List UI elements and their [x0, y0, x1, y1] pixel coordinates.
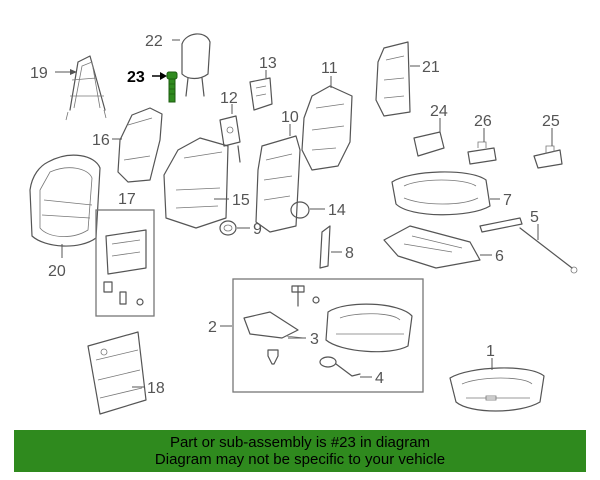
- callout-11: 11: [321, 60, 338, 77]
- part-14-cap[interactable]: [290, 201, 310, 219]
- callout-9: 9: [253, 221, 262, 238]
- info-banner: Part or sub-assembly is #23 in diagram D…: [14, 430, 586, 472]
- callout-18: 18: [147, 380, 165, 397]
- callout-8: 8: [345, 245, 354, 262]
- callout-24: 24: [430, 103, 448, 120]
- banner-line-1: Part or sub-assembly is #23 in diagram: [169, 434, 431, 451]
- part-1-seat-base[interactable]: [449, 367, 545, 412]
- part-4-harness[interactable]: [319, 356, 361, 377]
- box-17: [95, 209, 155, 317]
- part-7-seat-cushion[interactable]: [391, 171, 491, 216]
- callout-6: 6: [495, 248, 504, 265]
- callout-17: 17: [118, 191, 136, 208]
- callout-1: 1: [486, 343, 495, 360]
- part-11-back-shell[interactable]: [301, 85, 353, 171]
- callout-26: 26: [474, 113, 492, 130]
- callout-23: 23: [127, 69, 145, 86]
- part-23-highlighted-pin[interactable]: [166, 71, 178, 103]
- callout-7: 7: [503, 192, 512, 209]
- part-8-trim-panel[interactable]: [319, 225, 331, 269]
- part-18-lumbar-mat[interactable]: [87, 331, 147, 415]
- part-16-back-panel-cover[interactable]: [117, 107, 163, 183]
- part-26-switch-cover[interactable]: [467, 141, 497, 165]
- callout-13: 13: [259, 55, 277, 72]
- part-21-back-panel[interactable]: [375, 41, 411, 117]
- part-9-knob[interactable]: [219, 220, 237, 236]
- part-19-back-frame-wire[interactable]: [65, 55, 107, 121]
- banner-line-2: Diagram may not be specific to your vehi…: [154, 451, 446, 468]
- callout-20: 20: [48, 263, 66, 280]
- part-10-back-frame[interactable]: [255, 135, 301, 233]
- parts-diagram: 20 19 16 22 23 15 12: [29, 33, 578, 415]
- callout-4: 4: [375, 370, 384, 387]
- callout-14: 14: [328, 202, 346, 219]
- box-2: [232, 278, 424, 393]
- part-15-seat-back-assembly[interactable]: [163, 137, 229, 229]
- callout-16: 16: [92, 132, 110, 149]
- callout-12: 12: [220, 90, 238, 107]
- callout-10: 10: [281, 109, 299, 126]
- part-12-bracket[interactable]: [219, 115, 241, 163]
- part-13-clip-housing[interactable]: [249, 77, 273, 111]
- callout-5: 5: [530, 209, 539, 226]
- callout-15: 15: [232, 192, 250, 209]
- part-25-switch[interactable]: [533, 145, 563, 169]
- callout-25: 25: [542, 113, 560, 130]
- callout-2: 2: [208, 319, 217, 336]
- callout-22: 22: [145, 33, 163, 50]
- part-17-frame-group[interactable]: [103, 229, 147, 306]
- part-6-seat-pan[interactable]: [383, 225, 481, 269]
- callout-3: 3: [310, 331, 319, 348]
- callout-19: 19: [30, 65, 48, 82]
- part-24-cover-plate[interactable]: [413, 131, 445, 157]
- part-22-headrest[interactable]: [181, 33, 211, 97]
- part-20-seat-back-cushion[interactable]: [29, 154, 101, 247]
- part-2-cushion-assembly[interactable]: [243, 285, 413, 365]
- callout-21: 21: [422, 59, 440, 76]
- part-5-rail-cable[interactable]: [479, 217, 578, 274]
